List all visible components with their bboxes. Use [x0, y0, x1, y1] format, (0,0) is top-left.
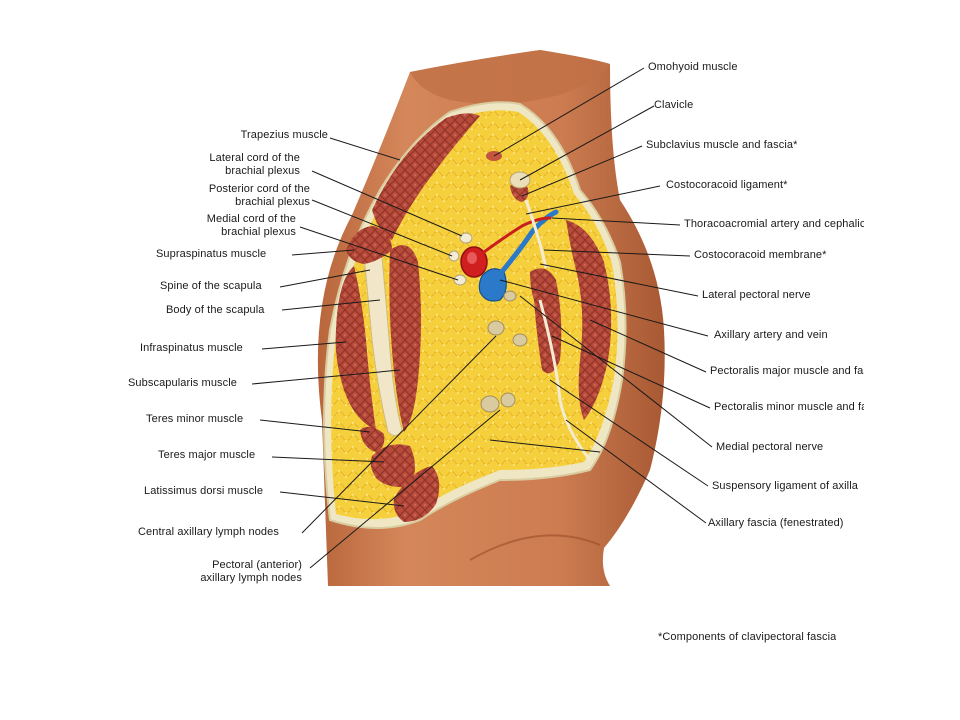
label-axillary-fascia: Axillary fascia (fenestrated): [708, 517, 844, 529]
axillary-vein: [478, 268, 507, 302]
label-posterior-cord-line1: Posterior cord of the: [208, 183, 310, 195]
posterior-cord: [448, 250, 460, 262]
label-latissimus-dorsi-muscle: Latissimus dorsi muscle: [144, 485, 264, 497]
label-infraspinatus-muscle: Infraspinatus muscle: [140, 342, 243, 354]
label-teres-major-muscle: Teres major muscle: [158, 449, 256, 461]
label-medial-pectoral-nerve: Medial pectoral nerve: [716, 441, 824, 453]
label-supraspinatus-muscle: Supraspinatus muscle: [156, 248, 267, 260]
leader-lines: [251, 67, 713, 569]
infraspinatus-muscle: [335, 266, 376, 430]
label-medial-cord-line2: brachial plexus: [221, 226, 296, 238]
subclavius-muscle: [510, 183, 529, 202]
label-pectoralis-minor: Pectoralis minor muscle and fascia: [714, 401, 864, 413]
label-subclavius-muscle: Subclavius muscle and fascia*: [646, 139, 798, 151]
label-costocoracoid-membrane: Costocoracoid membrane*: [694, 249, 827, 261]
label-posterior-cord-line2: brachial plexus: [235, 196, 310, 208]
label-lateral-cord-line2: brachial plexus: [225, 165, 300, 177]
cephalic-vein: [497, 209, 559, 277]
label-pectoral-lymph-nodes-line2: axillary lymph nodes: [200, 572, 302, 584]
label-lateral-cord: Lateral cord of the brachial plexus: [209, 152, 300, 178]
lymph-nodes: [480, 290, 528, 413]
pectoralis-major-muscle: [566, 220, 612, 420]
label-trapezius-muscle: Trapezius muscle: [240, 129, 328, 141]
label-pectoralis-major: Pectoralis major muscle and fascia: [710, 365, 864, 377]
teres-major-muscle: [370, 444, 415, 487]
teres-minor-muscle: [360, 426, 385, 452]
lateral-cord: [459, 232, 473, 244]
label-clavicle: Clavicle: [654, 99, 694, 111]
label-central-axillary-lymph-nodes: Central axillary lymph nodes: [138, 526, 279, 538]
label-medial-cord-line1: Medial cord of the: [206, 213, 296, 225]
medial-cord: [453, 274, 467, 286]
label-pectoral-lymph-nodes-line1: Pectoral (anterior): [212, 559, 302, 571]
latissimus-dorsi-muscle: [393, 466, 440, 522]
label-lateral-cord-line1: Lateral cord of the: [209, 152, 300, 164]
artery-lumen: [467, 252, 477, 264]
label-axillary-artery-vein: Axillary artery and vein: [714, 329, 828, 341]
label-omohyoid-muscle: Omohyoid muscle: [648, 61, 738, 73]
label-teres-minor-muscle: Teres minor muscle: [146, 413, 244, 425]
label-suspensory-ligament: Suspensory ligament of axilla: [712, 480, 858, 492]
label-posterior-cord: Posterior cord of the brachial plexus: [209, 183, 310, 209]
thoracoacromial-artery: [482, 216, 552, 254]
scapula: [363, 252, 403, 436]
subscapularis-muscle: [389, 245, 421, 432]
label-subscapularis-muscle: Subscapularis muscle: [128, 377, 237, 389]
label-medial-cord: Medial cord of the brachial plexus: [207, 213, 296, 239]
label-costocoracoid-ligament: Costocoracoid ligament*: [666, 179, 788, 191]
arm-crease: [469, 534, 601, 561]
label-thoracoacromial-artery: Thoracoacromial artery and cephalic vein: [684, 218, 864, 230]
clavipectoral-fascia: [524, 199, 548, 269]
shoulder-contour: [410, 50, 610, 104]
label-lateral-pectoral-nerve: Lateral pectoral nerve: [702, 289, 811, 301]
label-pectoral-lymph-nodes: Pectoral (anterior) axillary lymph nodes: [200, 559, 302, 585]
label-body-of-scapula: Body of the scapula: [166, 304, 265, 316]
footnote: *Components of clavipectoral fascia: [658, 631, 837, 643]
suspensory-ligament: [538, 299, 592, 461]
label-spine-of-scapula: Spine of the scapula: [160, 280, 262, 292]
